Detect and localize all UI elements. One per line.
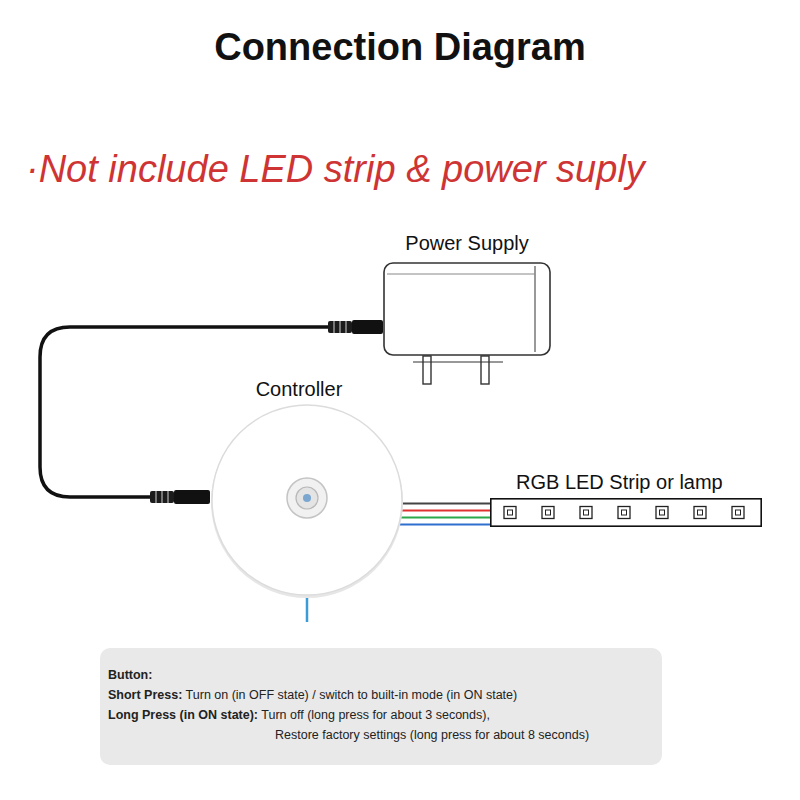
button-description: Turn on (in OFF state) / switch to built… — [186, 688, 518, 702]
part-label: RGB LED Strip or lamp — [516, 471, 723, 494]
strip-outline — [490, 498, 762, 527]
diagram-title: Connection Diagram — [0, 26, 800, 69]
wire — [399, 523, 490, 525]
led-chip — [542, 507, 554, 519]
rgb-wires — [399, 504, 490, 525]
plug-prong — [423, 356, 431, 384]
led-chip — [580, 507, 592, 519]
wire — [402, 502, 490, 504]
part-label: Power Supply — [405, 232, 528, 255]
circle-outline — [210, 403, 404, 597]
led-chip — [504, 507, 516, 519]
wire — [400, 516, 490, 518]
controller-disc: Controller — [210, 403, 404, 597]
power-adapter: Power Supply — [383, 262, 551, 356]
led-chip — [656, 507, 668, 519]
panel-line: Short Press: Turn on (in OFF state) / sw… — [108, 685, 654, 705]
panel-line: Restore factory settings (long press for… — [108, 725, 654, 745]
instruction-panel: Button: Short Press: Turn on (in OFF stat… — [100, 648, 662, 765]
led-chip — [694, 507, 706, 519]
button-term: Long Press (in ON state): — [108, 708, 258, 722]
wire — [401, 509, 490, 511]
button-description: Restore factory settings (long press for… — [275, 728, 589, 742]
panel-line: Long Press (in ON state): Turn off (long… — [108, 705, 654, 725]
button-term: Short Press: — [108, 688, 182, 702]
button-term: Button: — [108, 668, 152, 682]
note-label: ·Not include LED strip & power suply — [26, 148, 645, 191]
adapter-outline — [383, 262, 551, 356]
led-strip: RGB LED Strip or lamp — [490, 498, 762, 527]
part-label: Controller — [256, 378, 343, 401]
barrel-plug — [150, 490, 210, 504]
button-description: Turn off (long press for about 3 seconds… — [261, 708, 490, 722]
panel-line: Button: — [108, 665, 654, 685]
push-button — [287, 478, 327, 518]
plug-prong — [481, 356, 489, 384]
barrel-plug — [328, 320, 383, 334]
led-chip — [732, 507, 744, 519]
led-chip — [618, 507, 630, 519]
